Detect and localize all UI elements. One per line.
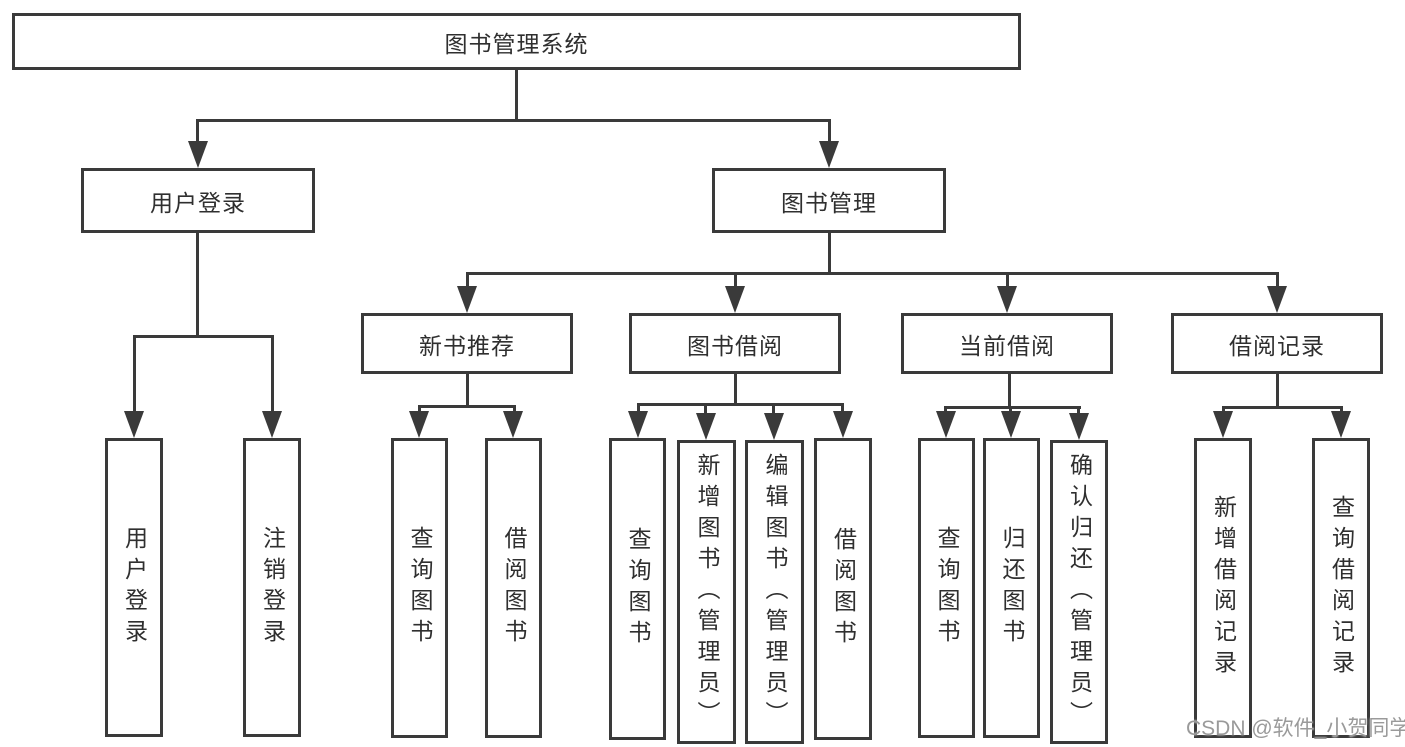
connector-line	[841, 403, 844, 412]
leaf-logout-label: 注销登录	[259, 525, 286, 650]
connector-line	[466, 374, 469, 408]
connector-line	[734, 272, 737, 289]
arrowhead-down-icon	[628, 411, 648, 438]
connector-line	[944, 406, 947, 415]
watermark-text: CSDN @软件_小贺同学	[1186, 717, 1405, 740]
arrowhead-down-icon	[819, 141, 839, 168]
leaf-borrow-books-borrowing-label: 借阅图书	[830, 527, 857, 651]
connector-line	[828, 233, 831, 274]
arrowhead-down-icon	[457, 286, 477, 313]
leaf-query-books-recommend-label: 查询图书	[407, 526, 433, 650]
connector-line	[196, 119, 199, 144]
leaf-query-books-current: 查询图书	[918, 438, 975, 738]
leaf-add-book-admin: 新增图书（管理员）	[677, 440, 736, 744]
arrowhead-down-icon	[764, 413, 784, 440]
arrowhead-down-icon	[1213, 411, 1233, 438]
connector-line	[637, 403, 640, 412]
arrowhead-down-icon	[1331, 411, 1351, 438]
leaf-confirm-return-admin-label: 确认归还（管理员）	[1066, 452, 1093, 732]
arrowhead-down-icon	[936, 411, 956, 438]
connector-line	[418, 405, 516, 408]
connector-line	[734, 374, 737, 406]
leaf-user-login-label: 用户登录	[121, 525, 148, 650]
leaf-add-borrow-record: 新增借阅记录	[1194, 438, 1252, 738]
node-library-system: 图书管理系统	[12, 13, 1021, 70]
node-user-login-label: 用户登录	[150, 189, 246, 216]
leaf-edit-book-admin-label: 编辑图书（管理员）	[762, 452, 788, 732]
connector-line	[1276, 374, 1279, 409]
leaf-return-books-label: 归还图书	[999, 526, 1025, 650]
connector-line	[1222, 406, 1225, 415]
leaf-return-books: 归还图书	[983, 438, 1040, 738]
arrowhead-down-icon	[997, 286, 1017, 313]
connector-line	[1222, 406, 1343, 409]
connector-line	[1008, 374, 1011, 409]
leaf-query-books-current-label: 查询图书	[934, 526, 960, 650]
leaf-logout: 注销登录	[243, 438, 301, 737]
node-user-login: 用户登录	[81, 168, 315, 233]
leaf-query-books-borrowing: 查询图书	[609, 438, 666, 740]
connector-line	[1077, 406, 1080, 417]
connector-line	[1006, 272, 1009, 289]
connector-line	[197, 119, 831, 122]
leaf-borrow-books-borrowing: 借阅图书	[814, 438, 872, 740]
node-book-management: 图书管理	[712, 168, 946, 233]
leaf-confirm-return-admin: 确认归还（管理员）	[1050, 440, 1108, 744]
connector-line	[1340, 406, 1343, 415]
connector-line	[1009, 406, 1012, 415]
connector-line	[466, 272, 469, 289]
leaf-query-books-borrowing-label: 查询图书	[625, 527, 651, 651]
connector-line	[513, 405, 516, 414]
leaf-query-books-recommend: 查询图书	[391, 438, 448, 738]
connector-line	[466, 272, 1279, 275]
connector-line	[772, 403, 775, 414]
arrowhead-down-icon	[725, 286, 745, 313]
node-library-system-label: 图书管理系统	[444, 30, 589, 57]
leaf-borrow-books-recommend-label: 借阅图书	[501, 526, 527, 650]
connector-line	[418, 405, 421, 414]
arrowhead-down-icon	[409, 411, 429, 438]
connector-line	[704, 403, 707, 414]
node-book-management-label: 图书管理	[781, 189, 877, 216]
arrowhead-down-icon	[1001, 411, 1021, 438]
leaf-borrow-books-recommend: 借阅图书	[485, 438, 542, 738]
leaf-user-login: 用户登录	[105, 438, 163, 737]
arrowhead-down-icon	[1267, 286, 1287, 313]
connector-line	[133, 335, 136, 413]
node-new-book-recommendation: 新书推荐	[361, 313, 573, 374]
connector-line	[271, 335, 274, 413]
arrowhead-down-icon	[503, 411, 523, 438]
node-borrowing-records-label: 借阅记录	[1229, 332, 1325, 359]
arrowhead-down-icon	[1069, 413, 1089, 440]
leaf-query-borrow-record: 查询借阅记录	[1312, 438, 1370, 738]
leaf-add-borrow-record-label: 新增借阅记录	[1210, 495, 1237, 681]
arrowhead-down-icon	[188, 141, 208, 168]
node-current-borrowing: 当前借阅	[901, 313, 1113, 374]
connector-line	[944, 406, 1081, 409]
arrowhead-down-icon	[696, 413, 716, 440]
leaf-edit-book-admin: 编辑图书（管理员）	[745, 440, 804, 744]
connector-line	[515, 70, 518, 121]
node-book-borrowing-label: 图书借阅	[687, 332, 783, 359]
leaf-query-borrow-record-label: 查询借阅记录	[1328, 495, 1355, 681]
connector-line	[133, 335, 274, 338]
node-new-book-recommendation-label: 新书推荐	[419, 332, 515, 359]
connector-line	[637, 403, 844, 406]
connector-line	[1276, 272, 1279, 289]
leaf-add-book-admin-label: 新增图书（管理员）	[694, 452, 720, 732]
node-borrowing-records: 借阅记录	[1171, 313, 1383, 374]
arrowhead-down-icon	[262, 411, 282, 438]
connector-line	[196, 233, 199, 338]
node-book-borrowing: 图书借阅	[629, 313, 841, 374]
connector-line	[828, 119, 831, 144]
arrowhead-down-icon	[124, 411, 144, 438]
node-current-borrowing-label: 当前借阅	[959, 332, 1055, 359]
arrowhead-down-icon	[833, 411, 853, 438]
